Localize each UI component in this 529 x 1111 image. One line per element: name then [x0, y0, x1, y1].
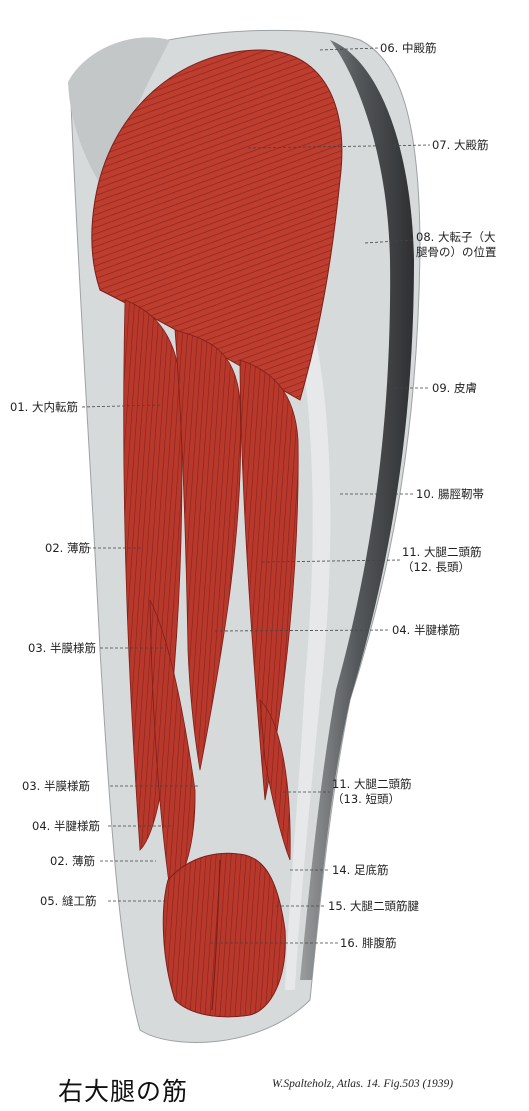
label-biceps-femoris-line1: 11. 大腿二頭筋 [402, 545, 482, 559]
leader-lines [81, 47, 431, 944]
label-biceps-femoris-short: 11. 大腿二頭筋 （13. 短頭） [332, 777, 411, 807]
label-semitendinosus-left: 04. 半腱様筋 [32, 819, 100, 833]
label-greater-trochanter-line2: 腿骨の）の位置 [416, 245, 497, 259]
label-sartorius: 05. 縫工筋 [40, 894, 97, 908]
label-long-head: （12. 長頭） [402, 560, 470, 574]
label-semimembranosus-upper: 03. 半膜様筋 [28, 641, 96, 655]
fat-tissue [68, 37, 170, 201]
gastrocnemius-division [211, 859, 221, 1011]
gastrocnemius [162, 852, 286, 1018]
semitendinosus [174, 329, 242, 771]
label-semitendinosus-right: 04. 半腱様筋 [392, 623, 460, 637]
label-short-head: （13. 短頭） [332, 792, 400, 806]
figure-title: 右大腿の筋 [58, 1077, 189, 1106]
label-biceps-femoris-long: 11. 大腿二頭筋 （12. 長頭） [402, 545, 481, 575]
biceps-femoris-short [259, 698, 291, 861]
figure-credit: W.Spalteholz, Atlas. 14. Fig.503 (1939) [272, 1078, 454, 1090]
label-semimembranosus-lower: 03. 半膜様筋 [22, 779, 90, 793]
label-gluteus-maximus: 07. 大殿筋 [432, 138, 489, 152]
biceps-femoris-long [239, 359, 299, 801]
label-plantaris: 14. 足底筋 [332, 863, 389, 877]
label-adductor-magnus: 01. 大内転筋 [10, 400, 78, 414]
iliotibial-band [285, 280, 331, 990]
label-gracilis-lower: 02. 薄筋 [50, 854, 95, 868]
label-gastrocnemius: 16. 腓腹筋 [340, 936, 397, 950]
label-biceps-tendon: 15. 大腿二頭筋腱 [328, 899, 419, 913]
skin-flap [300, 40, 414, 980]
label-greater-trochanter: 08. 大転子（大 腿骨の）の位置 [416, 230, 497, 260]
label-biceps-femoris-line2: 11. 大腿二頭筋 [332, 777, 412, 791]
gluteus-maximus [91, 49, 343, 401]
label-gracilis-upper: 02. 薄筋 [45, 541, 90, 555]
label-iliotibial-tract: 10. 腸脛靭帯 [416, 487, 484, 501]
label-gluteus-medius: 06. 中殿筋 [380, 41, 437, 55]
label-greater-trochanter-line1: 08. 大転子（大 [416, 230, 496, 244]
label-skin: 09. 皮膚 [432, 381, 477, 395]
